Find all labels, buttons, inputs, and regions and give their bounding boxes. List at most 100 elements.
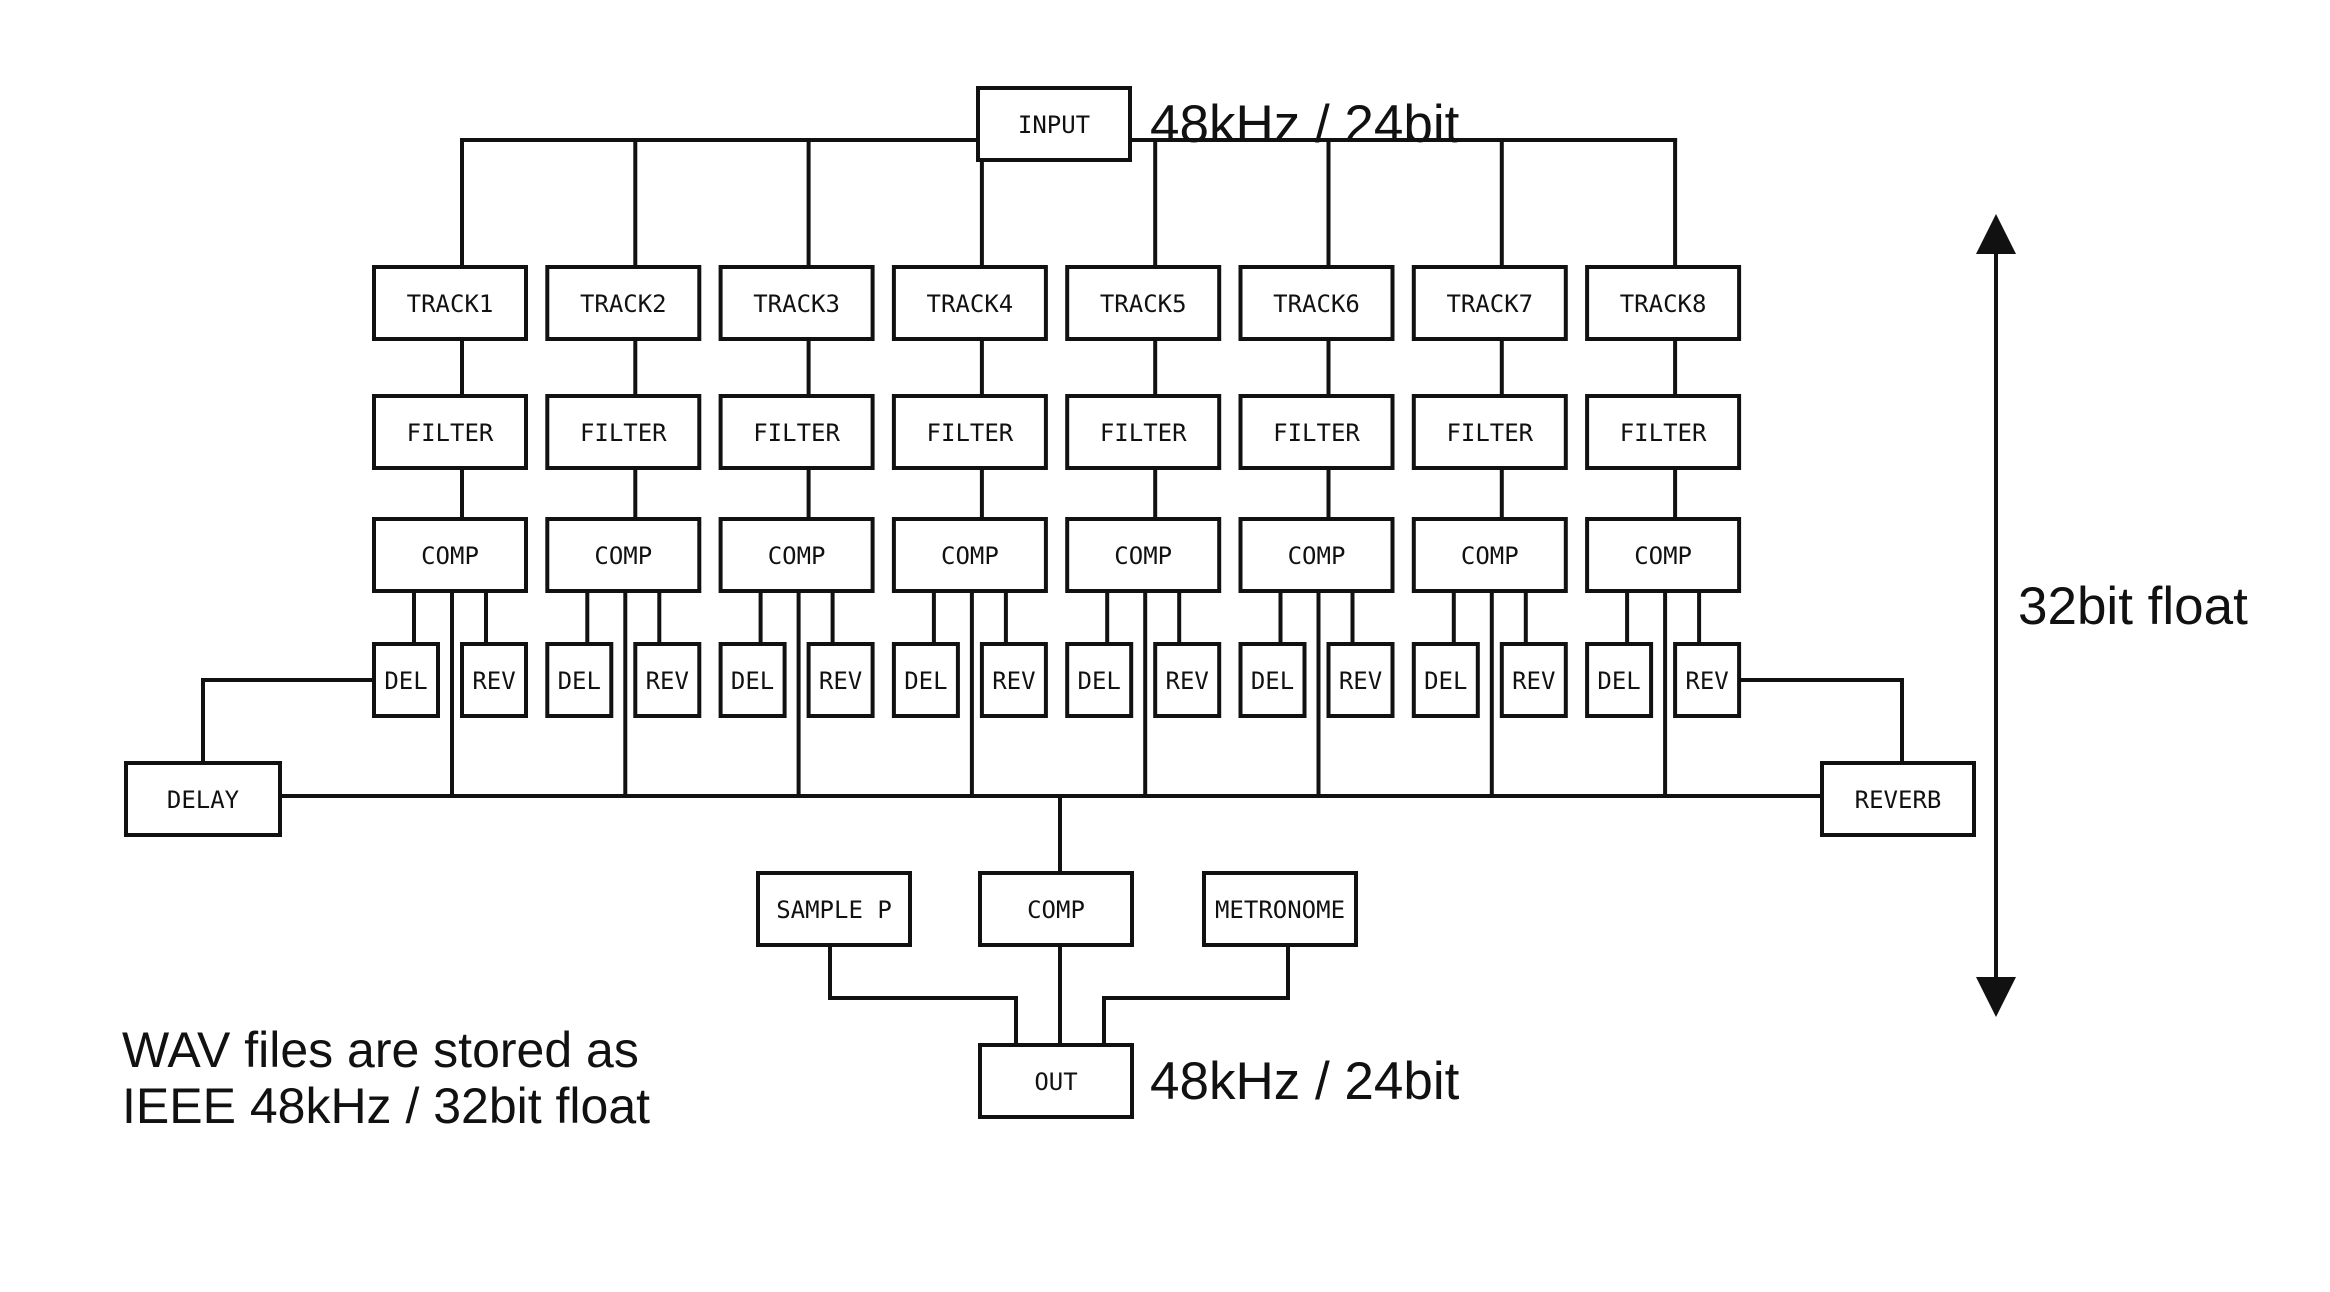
filter-4-block: FILTER bbox=[891, 394, 1048, 470]
del-send-6: DEL bbox=[1238, 642, 1307, 718]
track-8-block: TRACK8 bbox=[1585, 265, 1742, 341]
comp-2-block-frame bbox=[545, 517, 702, 593]
internal-format-note: 32bit float bbox=[2018, 577, 2248, 636]
filter-5-block-frame bbox=[1065, 394, 1222, 470]
del-send-7-label: DEL bbox=[1424, 667, 1467, 695]
filter-5-block-label: FILTER bbox=[1100, 419, 1187, 447]
delay-bus-block: DELAY bbox=[124, 761, 282, 837]
track-6-block-frame bbox=[1238, 265, 1395, 341]
input-format-note: 48kHz / 24bit bbox=[1150, 95, 1460, 154]
rev-send-8: REV bbox=[1673, 642, 1742, 718]
master-comp-block-label: COMP bbox=[1027, 896, 1085, 924]
comp-3-block-frame bbox=[718, 517, 875, 593]
master-comp-block: COMP bbox=[978, 871, 1134, 947]
metronome-block-label: METRONOME bbox=[1215, 896, 1345, 924]
out-block-frame bbox=[978, 1043, 1134, 1119]
rev-send-7-frame bbox=[1499, 642, 1568, 718]
comp-6-block-frame bbox=[1238, 517, 1395, 593]
comp-4-block: COMP bbox=[891, 517, 1048, 593]
track-3-block: TRACK3 bbox=[718, 265, 875, 341]
filter-8-block-label: FILTER bbox=[1620, 419, 1707, 447]
track-1-block-label: TRACK1 bbox=[407, 290, 494, 318]
delay-send-wire bbox=[201, 678, 376, 765]
comp-6-block: COMP bbox=[1238, 517, 1395, 593]
rev-send-5-label: REV bbox=[1166, 667, 1209, 695]
track-2-block-frame bbox=[545, 265, 702, 341]
rev-send-6-frame bbox=[1326, 642, 1395, 718]
comp-8-block-frame bbox=[1585, 517, 1742, 593]
comp-8-block-label: COMP bbox=[1634, 542, 1692, 570]
signal-wires bbox=[201, 138, 1904, 1047]
del-send-3-frame bbox=[718, 642, 787, 718]
reverb-bus-block-frame bbox=[1820, 761, 1976, 837]
filter-4-block-label: FILTER bbox=[927, 419, 1014, 447]
sample-player-block-frame bbox=[756, 871, 912, 947]
rev-send-1: REV bbox=[460, 642, 528, 718]
rev-send-4: REV bbox=[979, 642, 1048, 718]
filter-7-block-label: FILTER bbox=[1446, 419, 1533, 447]
out-block: OUT bbox=[978, 1043, 1134, 1119]
rev-send-3-label: REV bbox=[819, 667, 862, 695]
reverb-send-wire bbox=[1737, 678, 1904, 765]
del-send-4-frame bbox=[891, 642, 960, 718]
comp-3-block: COMP bbox=[718, 517, 875, 593]
track-1-block-frame bbox=[372, 265, 528, 341]
filter-6-block: FILTER bbox=[1238, 394, 1395, 470]
comp-2-block-label: COMP bbox=[594, 542, 652, 570]
track-7-block: TRACK7 bbox=[1411, 265, 1568, 341]
filter-2-block-frame bbox=[545, 394, 702, 470]
rev-send-4-label: REV bbox=[992, 667, 1035, 695]
track-6-block-label: TRACK6 bbox=[1273, 290, 1360, 318]
sample-to-out bbox=[828, 943, 1018, 1047]
comp-4-block-label: COMP bbox=[941, 542, 999, 570]
comp-7-block-label: COMP bbox=[1461, 542, 1519, 570]
filter-8-block: FILTER bbox=[1585, 394, 1742, 470]
del-send-5: DEL bbox=[1065, 642, 1134, 718]
del-send-7: DEL bbox=[1411, 642, 1480, 718]
metronome-block: METRONOME bbox=[1202, 871, 1358, 947]
track-4-block-frame bbox=[891, 265, 1048, 341]
del-send-6-frame bbox=[1238, 642, 1307, 718]
out-block-label: OUT bbox=[1034, 1068, 1077, 1096]
master-comp-block-frame bbox=[978, 871, 1134, 947]
track-2-block-label: TRACK2 bbox=[580, 290, 667, 318]
del-send-2: DEL bbox=[545, 642, 614, 718]
track-2-block: TRACK2 bbox=[545, 265, 702, 341]
rev-send-1-label: REV bbox=[472, 667, 515, 695]
wav-note-line1: WAV files are stored as bbox=[122, 1022, 639, 1078]
filter-2-block-label: FILTER bbox=[580, 419, 667, 447]
del-send-1: DEL bbox=[372, 642, 440, 718]
input-block-label: INPUT bbox=[1018, 111, 1090, 139]
track-1-block: TRACK1 bbox=[372, 265, 528, 341]
filter-6-block-frame bbox=[1238, 394, 1395, 470]
comp-1-block-frame bbox=[372, 517, 528, 593]
comp-5-block-frame bbox=[1065, 517, 1222, 593]
del-send-4: DEL bbox=[891, 642, 960, 718]
del-send-5-label: DEL bbox=[1078, 667, 1121, 695]
track-5-block: TRACK5 bbox=[1065, 265, 1222, 341]
comp-5-block-label: COMP bbox=[1114, 542, 1172, 570]
filter-3-block-label: FILTER bbox=[753, 419, 840, 447]
rev-send-6: REV bbox=[1326, 642, 1395, 718]
track-8-block-frame bbox=[1585, 265, 1742, 341]
filter-3-block-frame bbox=[718, 394, 875, 470]
del-send-8-label: DEL bbox=[1597, 667, 1640, 695]
filter-1-block: FILTER bbox=[372, 394, 528, 470]
rev-send-3: REV bbox=[806, 642, 875, 718]
del-send-3: DEL bbox=[718, 642, 787, 718]
filter-8-block-frame bbox=[1585, 394, 1742, 470]
track-7-block-label: TRACK7 bbox=[1446, 290, 1533, 318]
comp-4-block-frame bbox=[891, 517, 1048, 593]
sample-player-block: SAMPLE P bbox=[756, 871, 912, 947]
filter-7-block: FILTER bbox=[1411, 394, 1568, 470]
rev-send-5: REV bbox=[1153, 642, 1222, 718]
comp-2-block: COMP bbox=[545, 517, 702, 593]
metronome-block-frame bbox=[1202, 871, 1358, 947]
rev-send-2: REV bbox=[633, 642, 702, 718]
rev-send-1-frame bbox=[460, 642, 528, 718]
track-7-block-frame bbox=[1411, 265, 1568, 341]
filter-7-block-frame bbox=[1411, 394, 1568, 470]
del-send-4-label: DEL bbox=[904, 667, 947, 695]
comp-1-block-label: COMP bbox=[421, 542, 479, 570]
